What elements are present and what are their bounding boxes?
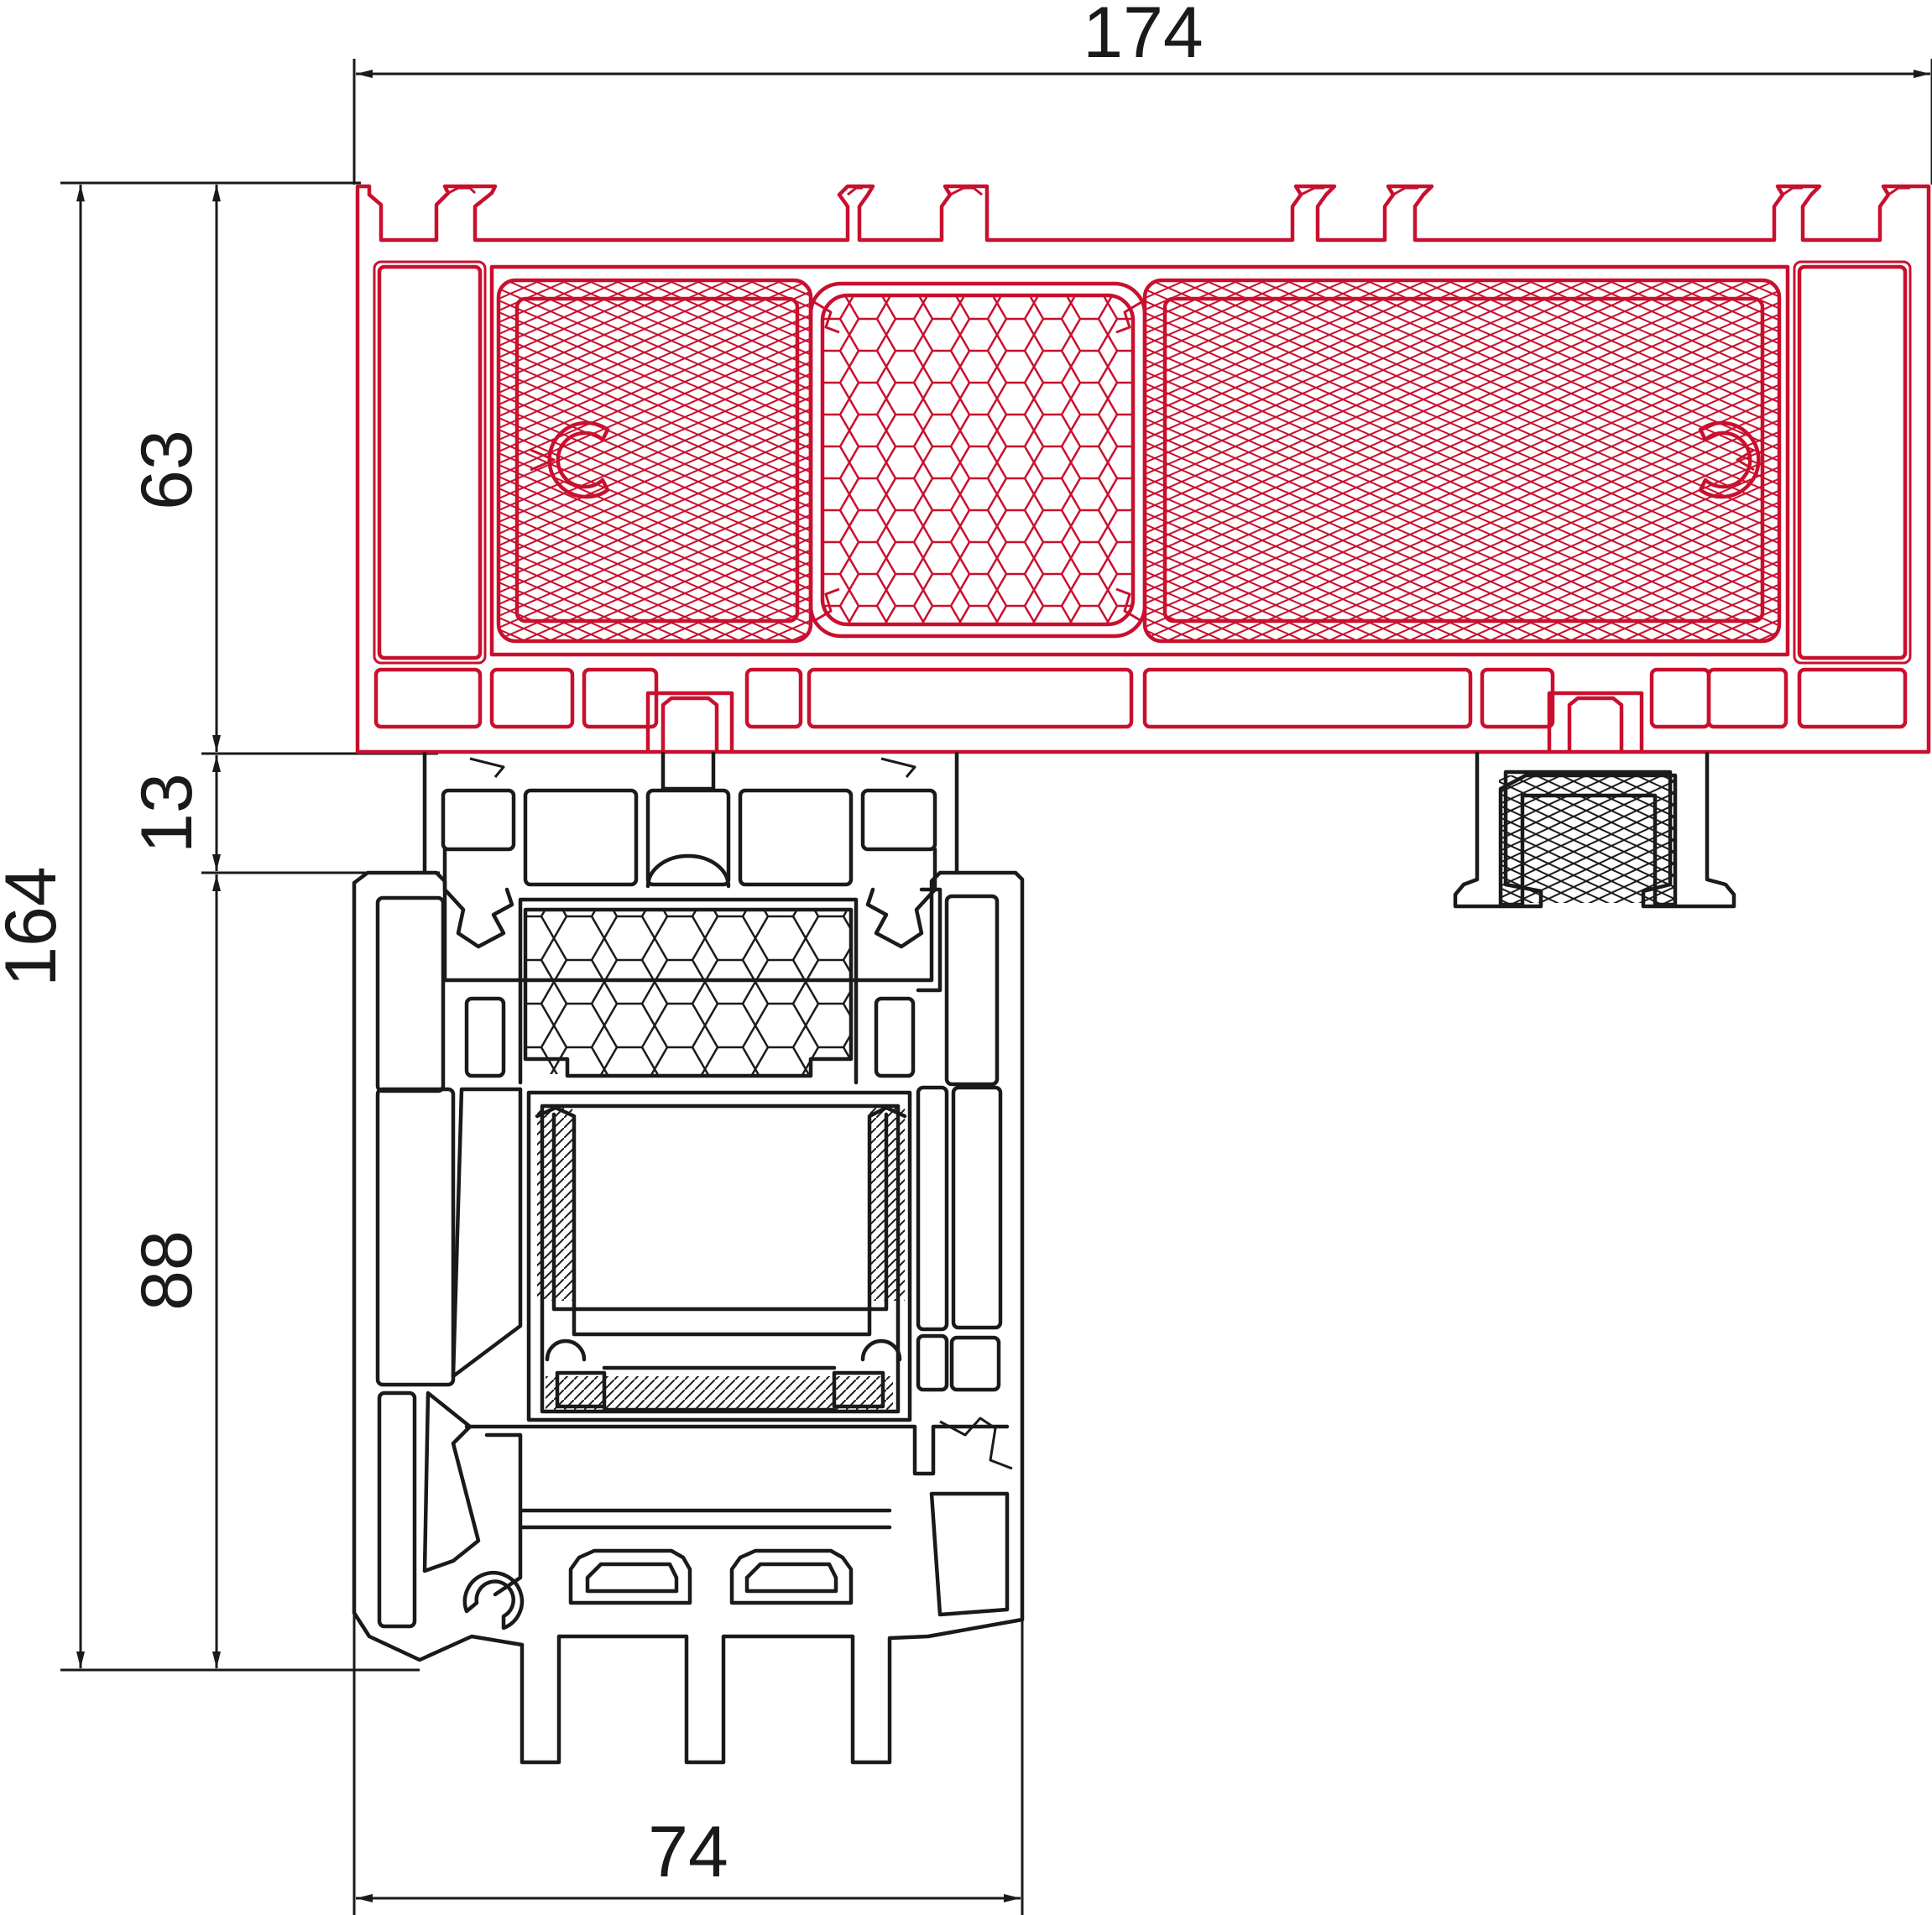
frame-runner-black bbox=[422, 751, 1736, 949]
dim-label-overall-width: 174 bbox=[1083, 0, 1204, 73]
dim-label-overall-height: 164 bbox=[0, 866, 71, 987]
dimension-lines bbox=[60, 59, 1932, 1915]
dim-label-sash-height: 88 bbox=[127, 1230, 207, 1311]
dim-label-sash-width: 74 bbox=[648, 1812, 728, 1892]
dim-label-top-profile-height: 63 bbox=[127, 430, 207, 510]
sash-profile-black bbox=[352, 870, 1025, 1765]
top-frame-profile-red bbox=[355, 184, 1931, 754]
dim-label-gap-height: 13 bbox=[127, 773, 207, 853]
